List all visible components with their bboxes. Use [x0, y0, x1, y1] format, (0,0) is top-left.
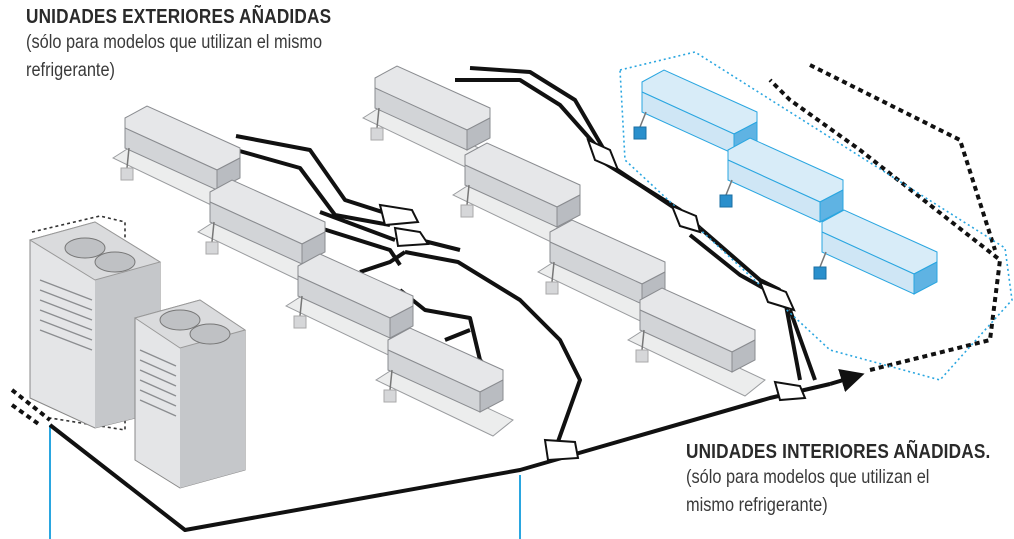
- interior-caption: UNIDADES INTERIORES AÑADIDAS. (sólo para…: [686, 441, 1014, 520]
- indoor-unit-1-control-box: [120, 167, 134, 181]
- added-indoor-unit-2: [719, 137, 844, 223]
- added-indoor-unit-2-control-box: [719, 194, 733, 208]
- indoor-unit-5-control-box: [370, 127, 384, 141]
- indoor-unit-7-control-box: [545, 281, 559, 295]
- exterior-note-line2: refrigerante): [26, 60, 116, 81]
- added-indoor-unit-1-control-box: [633, 126, 647, 140]
- indoor-unit-3-control-box: [293, 315, 307, 329]
- added-indoor-unit-3: [813, 209, 938, 295]
- added-indoor-units: [633, 69, 938, 295]
- exterior-note-line1: (sólo para modelos que utilizan el mismo: [26, 32, 323, 53]
- indoor-unit-4: [374, 327, 514, 437]
- added-indoor-unit-1: [633, 69, 758, 155]
- exterior-title: UNIDADES EXTERIORES AÑADIDAS: [26, 6, 332, 28]
- indoor-unit-8-control-box: [635, 349, 649, 363]
- added-indoor-unit-3-control-box: [813, 266, 827, 280]
- outdoor-unit-2: [133, 299, 247, 489]
- indoor-unit-2-control-box: [205, 241, 219, 255]
- interior-title: UNIDADES INTERIORES AÑADIDAS.: [686, 441, 991, 463]
- indoor-units: [111, 65, 766, 437]
- interior-added-boundary: [619, 51, 1013, 381]
- interior-note-line2: mismo refrigerante): [686, 495, 828, 516]
- indoor-unit-6-control-box: [460, 204, 474, 218]
- blue-guide-lines: [49, 425, 521, 539]
- exterior-caption: UNIDADES EXTERIORES AÑADIDAS (sólo para …: [26, 6, 381, 85]
- interior-note-line1: (sólo para modelos que utilizan el: [686, 467, 930, 488]
- indoor-unit-8: [626, 287, 766, 397]
- branch-joints: [378, 138, 807, 462]
- indoor-unit-4-control-box: [383, 389, 397, 403]
